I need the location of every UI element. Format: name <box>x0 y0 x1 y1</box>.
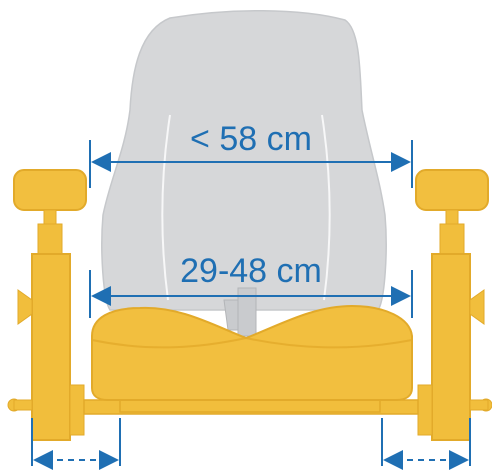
backrest-seam-right <box>321 114 331 301</box>
backrest-width-dimension: < 58 cm <box>89 120 413 188</box>
right-clamp <box>417 384 433 436</box>
left-knob-icon <box>17 289 33 325</box>
right-knob-icon <box>469 289 485 325</box>
right-adjustment-range <box>381 418 471 470</box>
left-upright <box>31 253 71 441</box>
right-armrest-pad <box>415 169 489 211</box>
left-arm-assembly <box>7 169 87 441</box>
left-adjustment-range <box>31 418 121 470</box>
right-arm-assembly <box>415 169 492 441</box>
left-armrest-pad <box>13 169 87 211</box>
seat-width-label: 29-48 cm <box>180 252 322 290</box>
back-mount-lever <box>223 299 239 331</box>
seat-width-dimension: 29-48 cm <box>89 252 413 318</box>
seat-cushion <box>91 304 413 401</box>
left-clamp <box>69 384 85 436</box>
backrest-seam-left <box>161 114 171 301</box>
right-upright <box>431 253 471 441</box>
backrest-width-label: < 58 cm <box>190 120 312 158</box>
